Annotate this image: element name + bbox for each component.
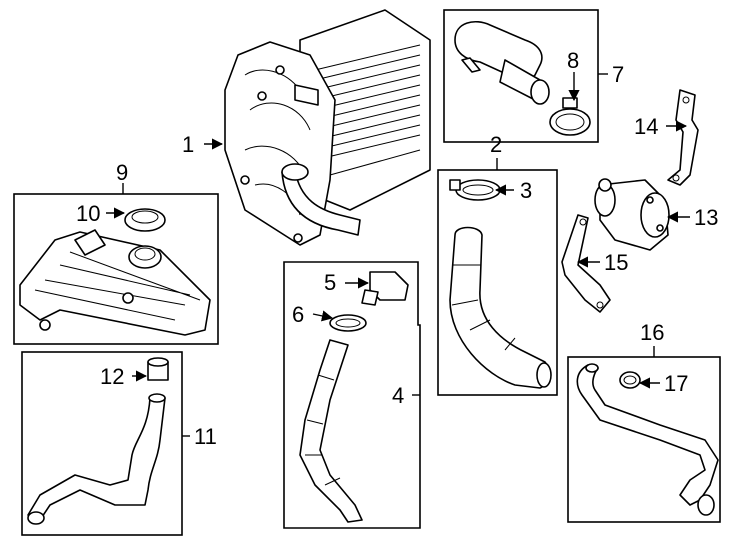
callout-8: 8 (567, 48, 579, 73)
callout-2: 2 (490, 132, 502, 157)
callout-6: 6 (292, 302, 304, 327)
hose-16-part (576, 363, 719, 516)
box-7 (443, 9, 599, 143)
box-16 (567, 356, 721, 523)
box-4 (283, 261, 421, 529)
leader-6 (312, 310, 334, 322)
bracket-14-part (667, 89, 699, 186)
callout-13: 13 (694, 205, 718, 230)
clamp-3-part (449, 179, 501, 201)
callout-15: 15 (604, 250, 628, 275)
callout-10: 10 (76, 201, 100, 226)
pump-13-part (594, 178, 670, 251)
callout-12: 12 (100, 364, 124, 389)
cap-12-part (147, 357, 169, 381)
hose-11-part (27, 393, 166, 525)
clamp-6-part (329, 314, 367, 332)
cap-10-part (124, 208, 166, 232)
clamp-8-part (549, 97, 591, 136)
callout-14: 14 (634, 114, 658, 139)
callout-9: 9 (116, 160, 128, 185)
connector-7-part (454, 21, 550, 105)
callout-11: 11 (194, 424, 217, 449)
intercooler-part (224, 9, 431, 246)
box-9 (13, 193, 219, 345)
sensor-5-part (361, 271, 409, 306)
callout-1: 1 (182, 132, 194, 157)
hose-2-part (449, 226, 552, 389)
callout-3: 3 (520, 178, 532, 203)
clamp-17-part (619, 371, 641, 389)
bracket-15-part (561, 214, 611, 313)
callout-5: 5 (324, 270, 336, 295)
callout-16: 16 (640, 320, 664, 345)
callout-4: 4 (392, 383, 404, 408)
box-11 (21, 351, 183, 536)
callout-7: 7 (612, 62, 624, 87)
hose-4-part (299, 339, 363, 523)
reservoir-part (19, 229, 211, 336)
callout-17: 17 (664, 371, 688, 396)
